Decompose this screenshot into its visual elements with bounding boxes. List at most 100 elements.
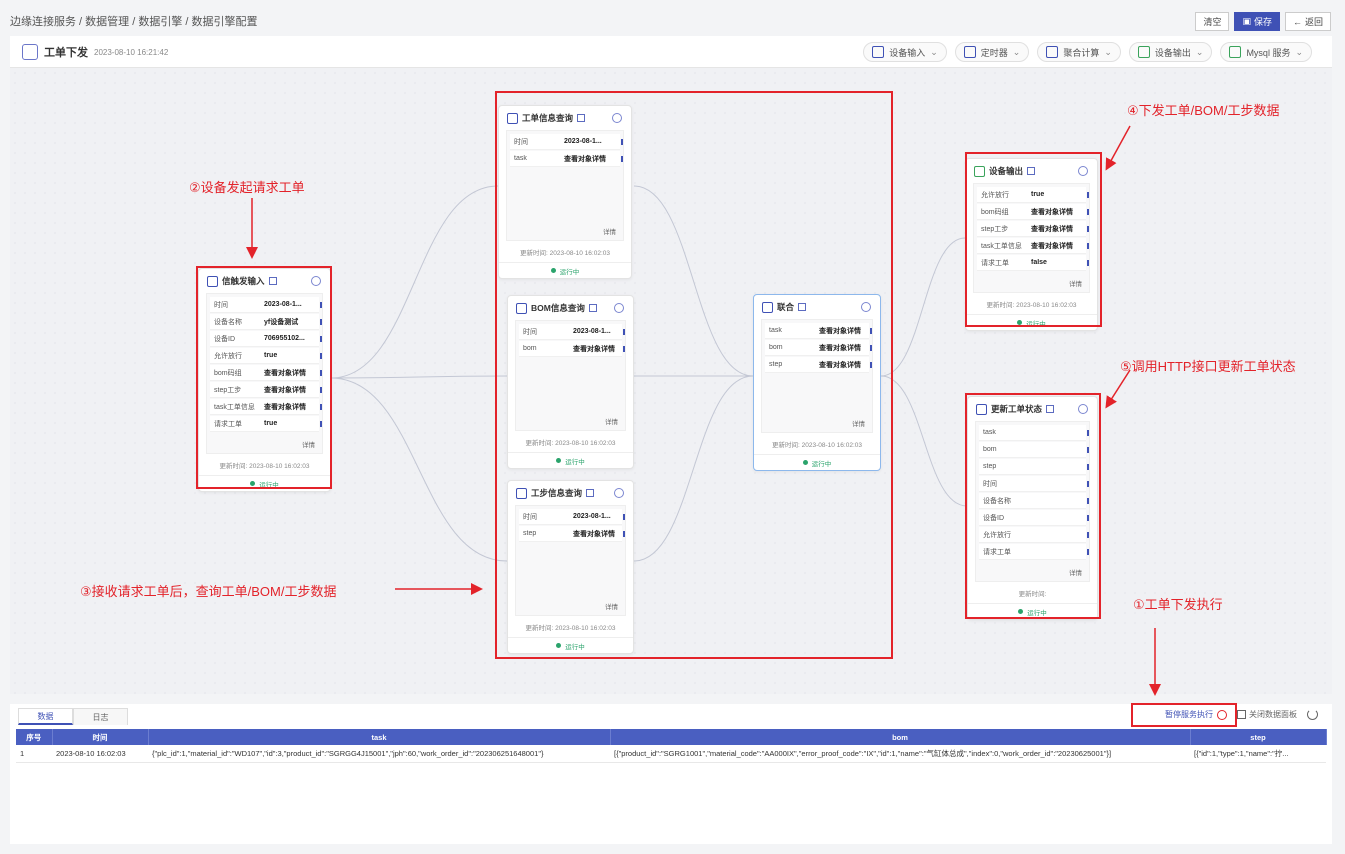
output-port[interactable] [621, 156, 623, 162]
output-port[interactable] [1087, 464, 1089, 470]
node-field[interactable]: 请求工单 [979, 544, 1089, 560]
node-field[interactable]: step工步查看对象详情 [977, 221, 1089, 237]
node-field[interactable]: step工步查看对象详情 [210, 382, 322, 398]
detail-link[interactable]: 详情 [1069, 281, 1082, 288]
node-field[interactable]: bom码组查看对象详情 [210, 365, 322, 381]
gear-icon[interactable] [612, 113, 622, 123]
output-port[interactable] [320, 370, 322, 376]
node-field[interactable]: 时间 [979, 476, 1089, 492]
node-field[interactable]: task工单信息查看对象详情 [977, 238, 1089, 254]
output-port[interactable] [870, 362, 872, 368]
output-port[interactable] [1087, 532, 1089, 538]
output-port[interactable] [320, 387, 322, 393]
edit-icon[interactable] [588, 304, 597, 312]
detail-link[interactable]: 详情 [603, 229, 616, 236]
output-port[interactable] [1087, 549, 1089, 555]
column-header[interactable]: bom [610, 729, 1191, 745]
node-field[interactable]: 设备名称 [979, 493, 1089, 509]
menu-aggregate[interactable]: 聚合计算⌄ [1037, 42, 1121, 62]
output-port[interactable] [1087, 209, 1089, 215]
output-port[interactable] [1087, 498, 1089, 504]
column-header[interactable]: 时间 [52, 729, 149, 745]
output-port[interactable] [870, 345, 872, 351]
detail-link[interactable]: 详情 [605, 419, 618, 426]
gear-icon[interactable] [311, 276, 321, 286]
node-field[interactable]: bom [979, 442, 1089, 458]
output-port[interactable] [320, 421, 322, 427]
output-port[interactable] [1087, 226, 1089, 232]
menu-device-output[interactable]: 设备输出⌄ [1128, 42, 1213, 62]
edit-icon[interactable] [586, 489, 595, 497]
output-port[interactable] [320, 336, 322, 342]
refresh-icon[interactable] [1307, 709, 1318, 720]
edit-icon[interactable] [577, 114, 586, 122]
output-port[interactable] [1087, 192, 1089, 198]
back-button[interactable]: ←返回 [1284, 12, 1331, 31]
output-port[interactable] [1087, 447, 1089, 453]
output-port[interactable] [1087, 243, 1089, 249]
edit-icon[interactable] [268, 277, 277, 285]
edit-icon[interactable] [1027, 167, 1036, 175]
detail-link[interactable]: 详情 [852, 421, 865, 428]
detail-link[interactable]: 详情 [605, 604, 618, 611]
detail-link[interactable]: 详情 [1069, 570, 1082, 577]
output-port[interactable] [623, 346, 625, 352]
output-port[interactable] [870, 328, 872, 334]
close-panel-button[interactable]: 关闭数据面板 [1237, 709, 1297, 720]
column-header[interactable]: 序号 [16, 729, 53, 745]
clear-button[interactable]: 清空 [1195, 12, 1230, 31]
tab-log[interactable]: 日志 [73, 708, 128, 725]
node-field[interactable]: 允许放行 [979, 527, 1089, 543]
menu-mysql[interactable]: Mysql 服务⌄ [1220, 42, 1312, 62]
node-field[interactable]: task [979, 425, 1089, 441]
detail-link[interactable]: 详情 [302, 442, 315, 449]
output-port[interactable] [320, 353, 322, 359]
output-port[interactable] [1087, 481, 1089, 487]
gear-icon[interactable] [614, 303, 624, 313]
tab-data[interactable]: 数据 [18, 708, 73, 725]
edit-icon[interactable] [1046, 405, 1055, 413]
gear-icon[interactable] [1078, 166, 1088, 176]
output-port[interactable] [623, 329, 625, 335]
output-port[interactable] [1087, 430, 1089, 436]
node-field[interactable]: 设备ID [979, 510, 1089, 526]
node-field[interactable]: bom码组查看对象详情 [977, 204, 1089, 220]
output-port[interactable] [320, 319, 322, 325]
output-port[interactable] [320, 404, 322, 410]
output-port[interactable] [1087, 515, 1089, 521]
output-port[interactable] [623, 531, 625, 537]
gear-icon[interactable] [1078, 404, 1088, 414]
pause-service-button[interactable]: 暂停服务执行 [1165, 709, 1227, 720]
menu-device-input[interactable]: 设备输入⌄ [863, 42, 947, 62]
output-port[interactable] [621, 139, 623, 145]
node-field[interactable]: task工单信息查看对象详情 [210, 399, 322, 415]
gear-icon[interactable] [614, 488, 624, 498]
column-header[interactable]: task [148, 729, 611, 745]
gear-icon[interactable] [861, 302, 871, 312]
save-button[interactable]: ▣保存 [1234, 12, 1280, 31]
column-header[interactable]: step [1190, 729, 1327, 745]
output-port[interactable] [1087, 260, 1089, 266]
